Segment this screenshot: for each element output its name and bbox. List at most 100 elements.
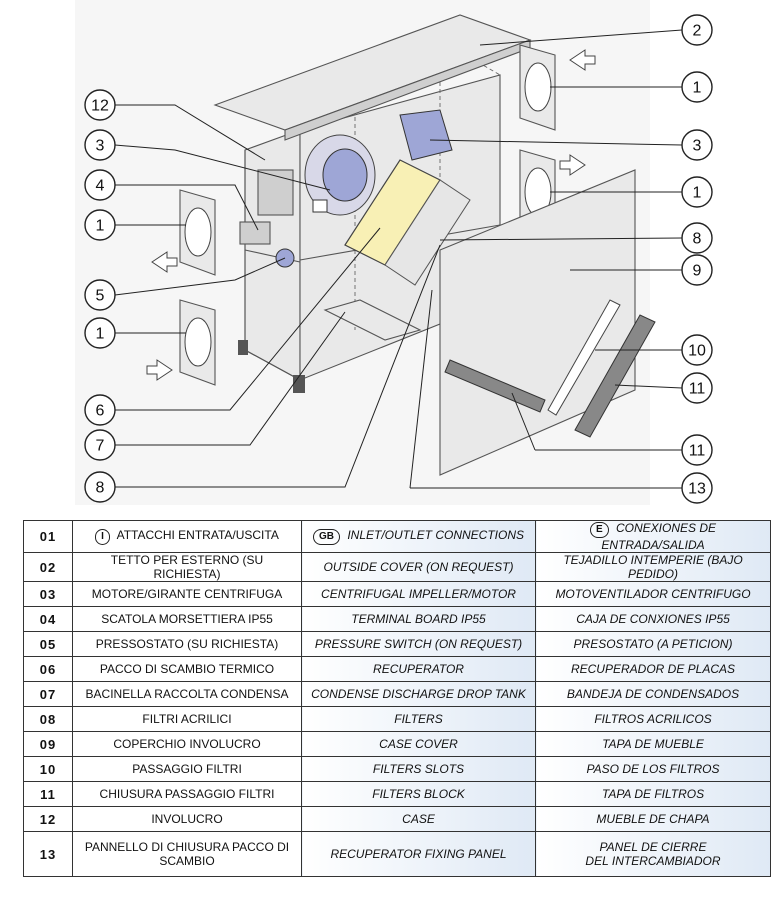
callout-9: 9 bbox=[681, 254, 713, 286]
legend-spanish: BANDEJA DE CONDENSADOS bbox=[535, 681, 771, 707]
legend-italian: CHIUSURA PASSAGGIO FILTRI bbox=[72, 781, 302, 807]
connection-flange-left-bottom bbox=[179, 299, 216, 386]
filters-block-left bbox=[444, 359, 546, 413]
legend-spanish-text: CONEXIONES DE ENTRADA/SALIDA bbox=[601, 521, 717, 552]
legend-spanish: FILTROS ACRILICOS bbox=[535, 706, 771, 732]
callout-4: 4 bbox=[84, 169, 116, 201]
connection-flange-left-top bbox=[179, 189, 216, 276]
legend-code: 05 bbox=[23, 631, 73, 657]
legend-italian-line-1: PANNELLO DI CHIUSURA PACCO DI bbox=[84, 840, 290, 854]
legend-row-last: 13 PANNELLO DI CHIUSURA PACCO DI SCAMBIO… bbox=[23, 831, 771, 877]
svg-text:11: 11 bbox=[689, 443, 706, 460]
legend-english: RECUPERATOR bbox=[301, 656, 536, 682]
legend-english: GB INLET/OUTLET CONNECTIONS bbox=[301, 520, 536, 553]
svg-text:1: 1 bbox=[693, 80, 702, 97]
svg-text:2: 2 bbox=[693, 23, 702, 40]
legend-italian: FILTRI ACRILICI bbox=[72, 706, 302, 732]
lang-badge-english: GB bbox=[312, 529, 340, 545]
legend-english-text: INLET/OUTLET CONNECTIONS bbox=[347, 528, 525, 542]
legend-english: RECUPERATOR FIXING PANEL bbox=[301, 831, 536, 877]
legend-spanish-line-2: DEL INTERCAMBIADOR bbox=[585, 854, 721, 868]
legend-italian-text: ATTACCHI ENTRATA/USCITA bbox=[116, 528, 279, 542]
legend-spanish: PASO DE LOS FILTROS bbox=[535, 756, 771, 782]
svg-text:1: 1 bbox=[96, 326, 105, 343]
filters-slot bbox=[547, 299, 621, 416]
legend-spanish: E CONEXIONES DE ENTRADA/SALIDA bbox=[535, 520, 771, 553]
svg-text:8: 8 bbox=[96, 480, 105, 497]
centrifugal-fan-right bbox=[399, 109, 453, 161]
legend-english: TERMINAL BOARD IP55 bbox=[301, 606, 536, 632]
recuperator-pack bbox=[344, 159, 471, 286]
terminal-box bbox=[239, 221, 271, 245]
centrifugal-fan bbox=[304, 134, 376, 216]
svg-text:4: 4 bbox=[96, 178, 105, 195]
legend-code: 08 bbox=[23, 706, 73, 732]
legend-italian: TETTO PER ESTERNO (SU RICHIESTA) bbox=[72, 552, 302, 582]
callout-2: 2 bbox=[681, 14, 713, 46]
legend-code: 10 bbox=[23, 756, 73, 782]
legend-spanish: MOTOVENTILADOR CENTRIFUGO bbox=[535, 581, 771, 607]
legend-italian: COPERCHIO INVOLUCRO bbox=[72, 731, 302, 757]
svg-text:7: 7 bbox=[96, 438, 105, 455]
legend-italian-line-2: SCAMBIO bbox=[159, 854, 215, 868]
legend-english: FILTERS bbox=[301, 706, 536, 732]
legend-spanish: RECUPERADOR DE PLACAS bbox=[535, 656, 771, 682]
legend-italian: INVOLUCRO bbox=[72, 806, 302, 832]
callout-6: 6 bbox=[84, 394, 116, 426]
svg-text:1: 1 bbox=[96, 218, 105, 235]
leader-lines bbox=[114, 29, 683, 489]
legend-spanish: CAJA DE CONXIONES IP55 bbox=[535, 606, 771, 632]
legend-code: 04 bbox=[23, 606, 73, 632]
legend-italian: SCATOLA MORSETTIERA IP55 bbox=[72, 606, 302, 632]
legend-code: 09 bbox=[23, 731, 73, 757]
condensate-tray bbox=[323, 299, 422, 341]
lang-badge-italian: I bbox=[95, 529, 110, 545]
lang-badge-spanish: E bbox=[589, 522, 609, 538]
svg-text:3: 3 bbox=[693, 138, 702, 155]
svg-text:10: 10 bbox=[688, 343, 706, 360]
svg-text:11: 11 bbox=[689, 381, 706, 398]
filters-block-right bbox=[574, 314, 656, 438]
callout-1-right-top: 1 bbox=[681, 71, 713, 103]
airflow-arrows bbox=[146, 49, 596, 381]
svg-text:13: 13 bbox=[688, 481, 706, 498]
callout-10: 10 bbox=[681, 334, 713, 366]
legend-italian: PRESSOSTATO (SU RICHIESTA) bbox=[72, 631, 302, 657]
legend-code: 01 bbox=[23, 520, 73, 553]
legend-english: CONDENSE DISCHARGE DROP TANK bbox=[301, 681, 536, 707]
legend-italian: PASSAGGIO FILTRI bbox=[72, 756, 302, 782]
parts-legend-table: 01 I ATTACCHI ENTRATA/USCITA GB INLET/OU… bbox=[23, 520, 771, 877]
svg-text:9: 9 bbox=[693, 263, 702, 280]
callout-1-left-top: 1 bbox=[84, 209, 116, 241]
legend-english: CASE bbox=[301, 806, 536, 832]
legend-code: 02 bbox=[23, 552, 73, 582]
callout-1-left-bottom: 1 bbox=[84, 317, 116, 349]
legend-italian: MOTORE/GIRANTE CENTRIFUGA bbox=[72, 581, 302, 607]
callout-12: 12 bbox=[84, 89, 116, 121]
legend-spanish: TAPA DE FILTROS bbox=[535, 781, 771, 807]
callout-11-top: 11 bbox=[681, 372, 713, 404]
callout-3-right: 3 bbox=[681, 129, 713, 161]
exploded-view-diagram: 2 1 3 1 8 9 10 11 11 13 12 3 4 1 5 1 6 7… bbox=[84, 14, 713, 504]
legend-english: FILTERS BLOCK bbox=[301, 781, 536, 807]
svg-text:1: 1 bbox=[693, 185, 702, 202]
svg-text:5: 5 bbox=[96, 288, 105, 305]
legend-italian: PANNELLO DI CHIUSURA PACCO DI SCAMBIO bbox=[72, 831, 302, 877]
legend-english: CASE COVER bbox=[301, 731, 536, 757]
svg-text:8: 8 bbox=[693, 231, 702, 248]
legend-english: FILTERS SLOTS bbox=[301, 756, 536, 782]
legend-english: PRESSURE SWITCH (ON REQUEST) bbox=[301, 631, 536, 657]
legend-spanish: PRESOSTATO (A PETICION) bbox=[535, 631, 771, 657]
callout-7: 7 bbox=[84, 429, 116, 461]
legend-italian: I ATTACCHI ENTRATA/USCITA bbox=[72, 520, 302, 553]
legend-english: CENTRIFUGAL IMPELLER/MOTOR bbox=[301, 581, 536, 607]
